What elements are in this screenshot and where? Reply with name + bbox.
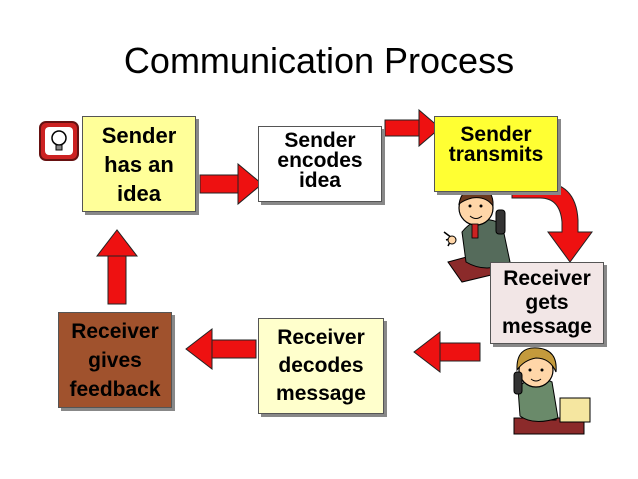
step-line: idea bbox=[298, 169, 341, 192]
step-sender-encodes: Sender encodes idea bbox=[258, 126, 382, 202]
step-line: Sender bbox=[284, 129, 356, 152]
step-line: encodes bbox=[277, 149, 363, 172]
lightbulb-icon bbox=[39, 121, 79, 161]
step-line: transmits bbox=[448, 143, 544, 166]
woman-phone-icon bbox=[513, 347, 591, 435]
step-receiver-decodes: Receiver decodes message bbox=[258, 318, 384, 414]
step-line: idea bbox=[116, 180, 162, 206]
arrow-right-1 bbox=[199, 162, 263, 206]
step-line: Receiver bbox=[71, 319, 159, 343]
step-sender-has-idea: Sender has an idea bbox=[82, 116, 196, 212]
arrow-right-2 bbox=[384, 108, 441, 148]
arrow-left-1 bbox=[413, 330, 481, 374]
step-line: message bbox=[502, 315, 592, 338]
step-line: feedback bbox=[69, 377, 161, 401]
step-line: has an bbox=[104, 151, 174, 177]
step-receiver-gets: Receiver gets message bbox=[490, 262, 604, 344]
step-line: Sender bbox=[101, 122, 177, 148]
page-title: Communication Process bbox=[123, 40, 515, 81]
arrow-curve-down bbox=[511, 181, 593, 263]
step-line: gets bbox=[525, 291, 569, 314]
step-line: gives bbox=[88, 348, 142, 372]
step-line: Sender bbox=[460, 123, 532, 146]
step-line: decodes bbox=[278, 354, 364, 377]
arrow-left-2 bbox=[185, 327, 257, 371]
step-sender-transmits: Sender transmits bbox=[434, 116, 558, 192]
arrow-up bbox=[95, 229, 139, 305]
step-line: Receiver bbox=[277, 326, 365, 349]
step-line: Receiver bbox=[503, 267, 591, 290]
step-receiver-feedback: Receiver gives feedback bbox=[58, 312, 172, 408]
step-line: message bbox=[276, 382, 366, 405]
